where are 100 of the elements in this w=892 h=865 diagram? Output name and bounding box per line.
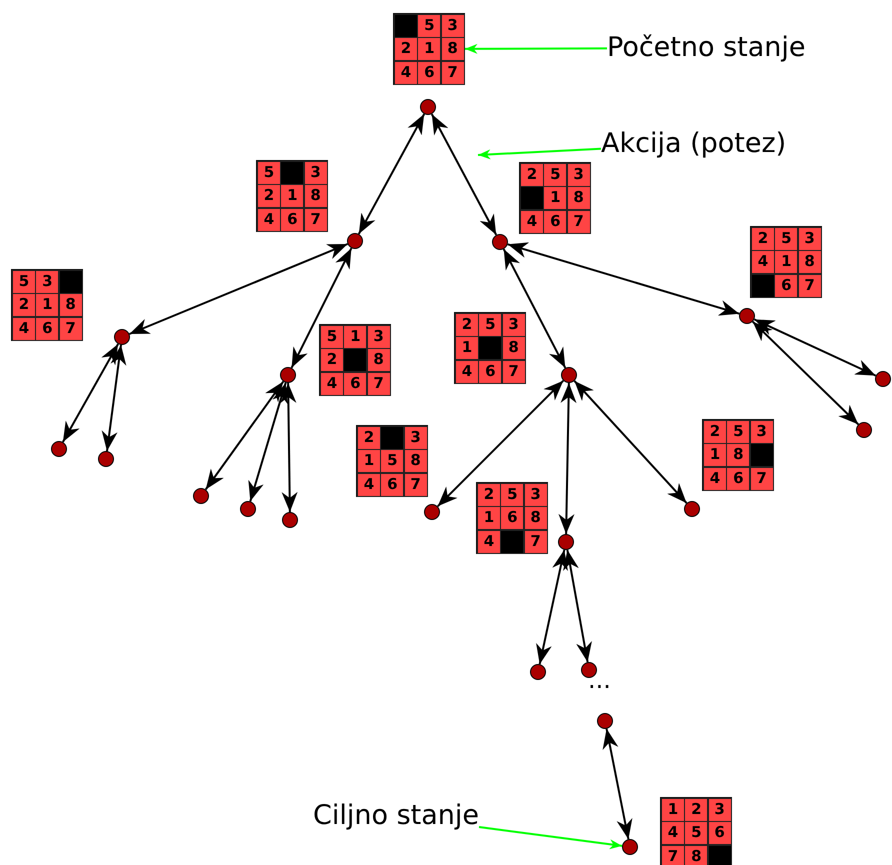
blank-tile (343, 348, 368, 372)
puzzle-tile: 2 (357, 426, 381, 450)
puzzle-tile: 7 (404, 472, 428, 497)
puzzle-tile: 5 (543, 163, 568, 187)
blank-tile (58, 270, 83, 294)
puzzle-grid (519, 162, 591, 234)
puzzle-tile: 3 (366, 325, 391, 349)
puzzle-grid (319, 324, 391, 396)
puzzle-tile: 4 (357, 472, 381, 497)
puzzle-grid (476, 482, 548, 554)
puzzle-tile: 8 (684, 844, 708, 865)
double-arrow (574, 380, 688, 504)
double-arrow (290, 248, 352, 368)
leader-arrow (478, 826, 622, 850)
puzzle-tile: 2 (751, 227, 775, 251)
puzzle-tile: 3 (524, 483, 548, 507)
puzzle-tile: 8 (566, 186, 591, 210)
ellipsis-text: ... (588, 668, 611, 692)
puzzle-tile: 1 (417, 37, 442, 62)
state-node (280, 367, 296, 383)
puzzle-grid (750, 226, 822, 298)
puzzle-tile: 6 (280, 208, 304, 232)
puzzle-tile: 7 (750, 466, 774, 491)
state-node (597, 713, 613, 729)
double-arrow (358, 114, 426, 234)
puzzle-grid (393, 13, 465, 85)
double-arrow (752, 320, 859, 426)
blank-tile (394, 14, 418, 38)
state-node (684, 501, 700, 517)
puzzle-tile: 7 (304, 208, 328, 232)
puzzle-tile: 4 (751, 250, 775, 274)
blank-tile (380, 426, 404, 450)
puzzle-tile: 5 (684, 821, 708, 846)
puzzle-tile: 8 (726, 443, 750, 468)
puzzle-tile: 6 (726, 466, 750, 491)
puzzle-grid (11, 269, 83, 341)
double-arrow (62, 344, 119, 442)
state-node (98, 451, 114, 467)
puzzle-tile: 4 (661, 821, 685, 846)
puzzle-tile: 8 (404, 449, 428, 474)
puzzle-tile: 3 (566, 163, 591, 187)
puzzle-tile: 2 (394, 37, 418, 62)
state-node (561, 367, 577, 383)
puzzle-tile: 8 (440, 37, 465, 62)
puzzle-tile: 4 (320, 372, 344, 396)
puzzle-tile: 6 (343, 372, 368, 396)
puzzle-tile: 6 (774, 274, 798, 298)
puzzle-tile: 4 (12, 316, 36, 341)
puzzle-tile: 7 (58, 316, 83, 341)
annotation-text: Akcija (potez) (601, 128, 786, 160)
puzzle-tile: 3 (708, 798, 732, 822)
puzzle-tile: 1 (543, 186, 568, 210)
double-arrow (502, 248, 566, 368)
double-arrow (280, 382, 298, 512)
puzzle-tile: 5 (380, 449, 404, 474)
puzzle-grid (454, 312, 526, 384)
puzzle-tile: 1 (661, 798, 685, 822)
puzzle-tile: 4 (455, 360, 479, 384)
puzzle-tile: 8 (304, 184, 328, 208)
puzzle-tile: 6 (417, 60, 442, 85)
puzzle-tile: 8 (502, 336, 526, 360)
state-node (347, 233, 363, 249)
state-node (856, 422, 872, 438)
puzzle-tile: 1 (357, 449, 381, 474)
puzzle-tile: 5 (726, 420, 750, 444)
double-arrow (204, 380, 284, 490)
puzzle-tile: 3 (404, 426, 428, 450)
puzzle-grid (256, 160, 328, 232)
puzzle-tile: 7 (798, 274, 822, 298)
puzzle-tile: 5 (500, 483, 524, 507)
puzzle-tile: 2 (520, 163, 544, 187)
double-arrow (248, 382, 288, 502)
puzzle-tile: 2 (684, 798, 708, 822)
puzzle-tile: 5 (774, 227, 798, 251)
puzzle-tile: 6 (708, 821, 732, 846)
puzzle-tile: 6 (35, 316, 60, 341)
double-arrow (563, 550, 592, 662)
puzzle-tile: 4 (257, 208, 281, 232)
double-arrow (507, 242, 740, 316)
state-node (492, 234, 508, 250)
puzzle-grid (356, 425, 428, 497)
puzzle-tile: 7 (661, 844, 685, 865)
annotation-text: Ciljno stanje (313, 800, 479, 832)
puzzle-tile: 1 (280, 184, 304, 208)
blank-tile (520, 186, 544, 210)
double-arrow (536, 550, 568, 664)
state-node (558, 534, 574, 550)
puzzle-tile: 3 (304, 161, 328, 185)
puzzle-grid (702, 419, 774, 491)
blank-tile (750, 443, 774, 468)
puzzle-tile: 7 (524, 530, 548, 554)
state-node (282, 512, 298, 528)
state-node (739, 308, 755, 324)
puzzle-tile: 1 (703, 443, 727, 468)
puzzle-tile: 7 (566, 210, 591, 234)
puzzle-tile: 2 (257, 184, 281, 208)
puzzle-tile: 2 (477, 483, 501, 507)
puzzle-tile: 2 (455, 313, 479, 337)
puzzle-tile: 8 (366, 348, 391, 372)
state-node (530, 664, 546, 680)
